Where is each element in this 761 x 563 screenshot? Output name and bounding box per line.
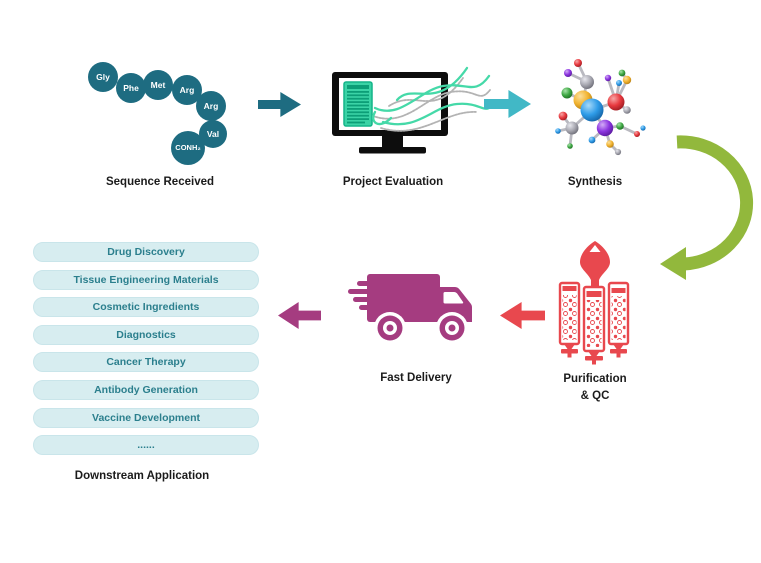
stage-label-downstream: Downstream Application [74,470,210,482]
application-pill: Diagnostics [33,325,259,345]
application-pill: Antibody Generation [33,380,259,400]
flow-arrow-left-icon [500,302,545,329]
curved-arrow-icon [660,135,754,280]
application-pill: Vaccine Development [33,408,259,428]
chromatography-columns-icon [558,241,630,365]
application-pill: ...... [33,435,259,455]
residue-circle: CONH₂ [171,131,205,165]
molecule-icon [555,59,646,156]
residue-circle: Arg [196,91,226,121]
purification-line2: & QC [580,390,610,402]
residue-circle: Phe [116,73,146,103]
application-pill: Tissue Engineering Materials [33,270,259,290]
stage-label-synthesis: Synthesis [567,176,623,188]
stage-label-sequence: Sequence Received [105,176,215,188]
monitor-dna-icon [332,66,494,154]
stage-label-delivery: Fast Delivery [380,372,452,384]
delivery-truck-icon [348,274,472,344]
stage-label-purification: Purification & QC [495,371,695,405]
purification-line1: Purification [563,373,627,385]
application-pill: Cosmetic Ingredients [33,297,259,317]
stage-label-evaluation: Project Evaluation [342,176,444,188]
application-pill: Cancer Therapy [33,352,259,372]
flow-arrow-right-icon [258,92,301,117]
residue-circle: Gly [88,62,118,92]
residue-circle: Met [143,70,173,100]
flow-arrow-left-icon [278,302,321,329]
application-pill: Drug Discovery [33,242,259,262]
